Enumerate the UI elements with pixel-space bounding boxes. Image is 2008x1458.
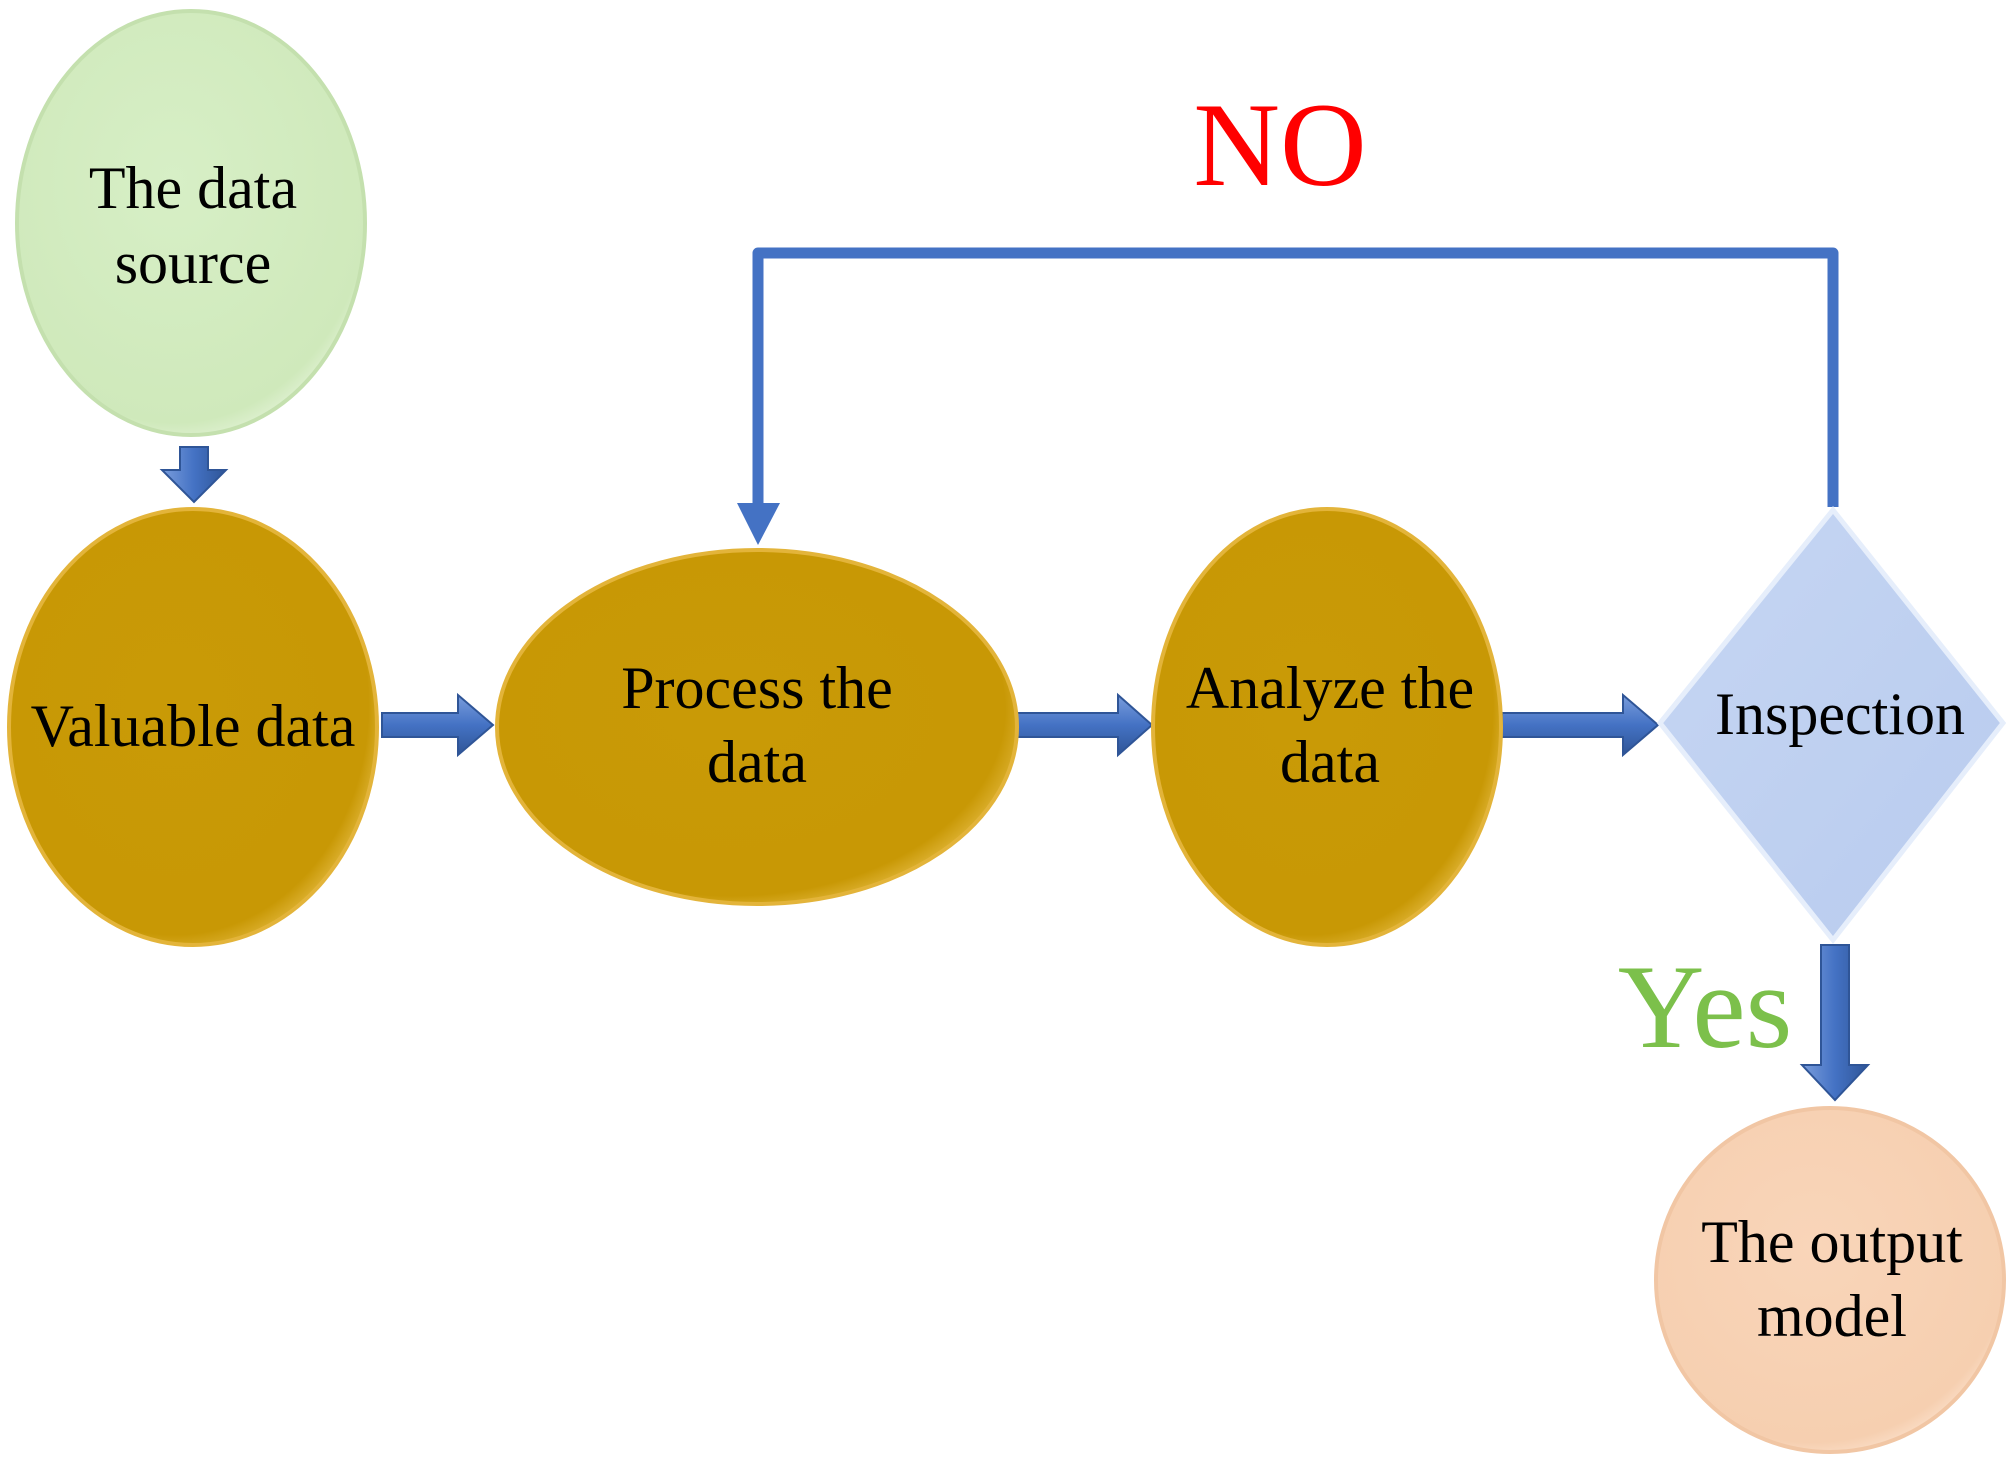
yes-label: Yes xyxy=(1618,940,1793,1073)
node-inspection-label: Inspection xyxy=(1715,681,1965,747)
node-output-model-line2: model xyxy=(1757,1283,1907,1349)
no-label: NO xyxy=(1193,78,1366,211)
node-data-source-line2: source xyxy=(115,230,272,296)
arrow-process-to-analyze xyxy=(1016,692,1154,758)
arrow-source-to-valuable xyxy=(159,446,229,504)
no-loop-arrowhead xyxy=(737,503,780,545)
node-analyze-data: Analyze the data xyxy=(1151,507,1503,947)
node-output-model: The output model xyxy=(1654,1106,2006,1454)
node-data-source: The data source xyxy=(15,9,367,437)
node-analyze-data-line2: data xyxy=(1280,729,1380,795)
node-process-data-line1: Process the xyxy=(621,655,893,721)
node-output-model-line1: The output xyxy=(1701,1209,1963,1275)
arrow-valuable-to-process xyxy=(381,692,495,758)
node-valuable-data: Valuable data xyxy=(7,507,379,947)
node-valuable-data-label: Valuable data xyxy=(31,693,356,759)
node-process-data-line2: data xyxy=(707,729,807,795)
arrow-analyze-to-inspection xyxy=(1501,692,1660,758)
node-analyze-data-line1: Analyze the xyxy=(1186,655,1474,721)
no-loop-line xyxy=(752,247,1839,515)
node-process-data: Process the data xyxy=(495,548,1019,906)
node-data-source-line1: The data xyxy=(89,155,297,221)
node-inspection: Inspection xyxy=(1656,506,2007,945)
arrow-inspection-to-output xyxy=(1799,944,1871,1102)
